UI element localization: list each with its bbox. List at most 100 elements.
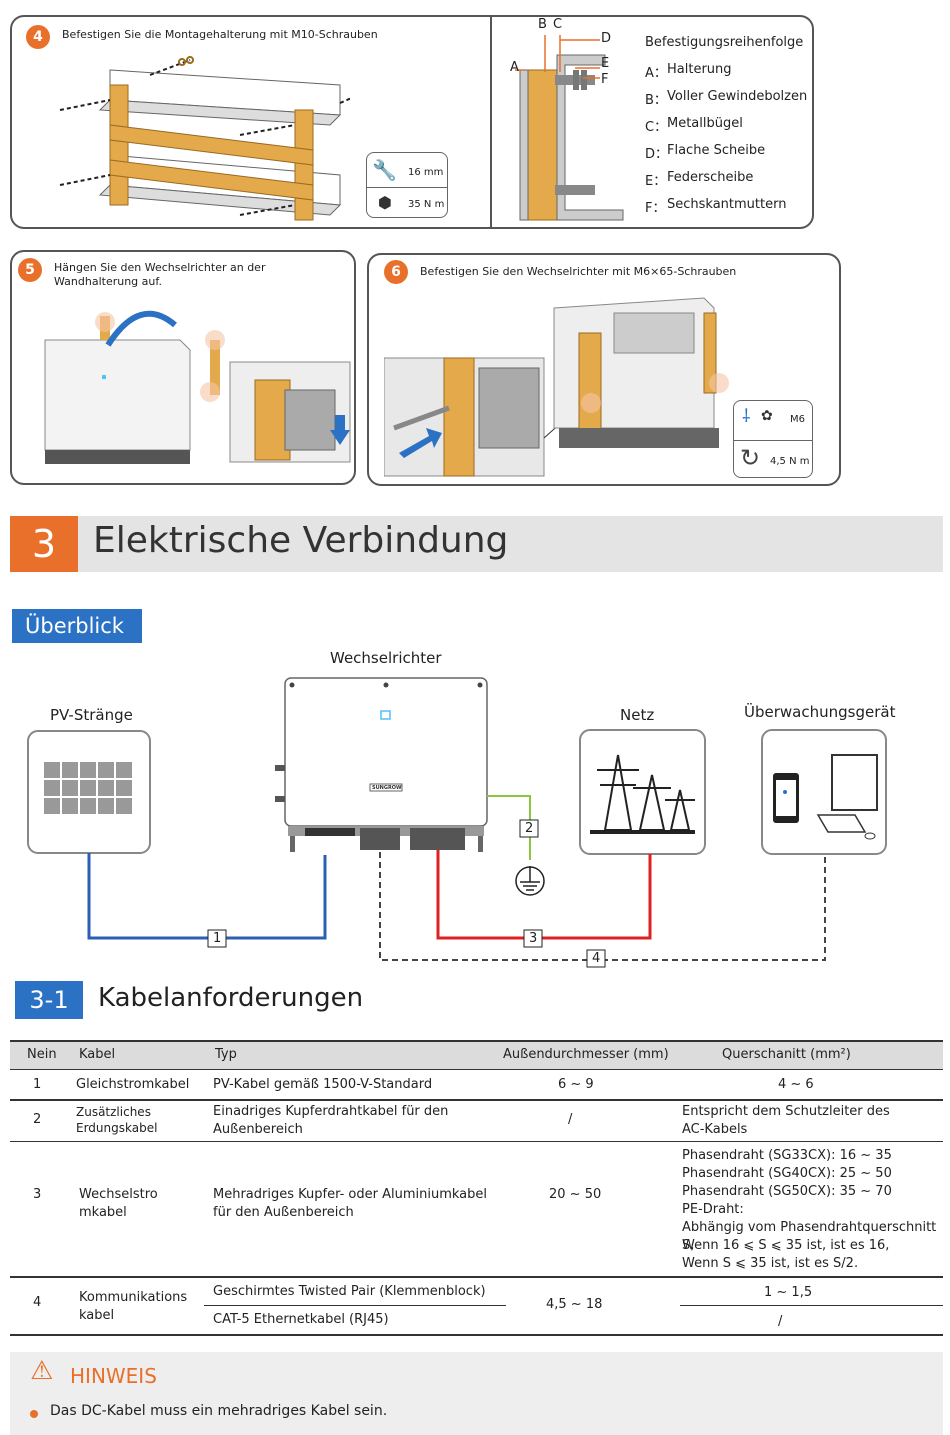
step-4-tool-box <box>366 152 448 218</box>
r3-section-line: Phasendraht (SG50CX): 35 ~ 70 <box>682 1184 892 1199</box>
r4-diameter: 4,5 ~ 18 <box>546 1297 603 1312</box>
step-6-illustration <box>384 297 729 477</box>
step-4-torque: 35 N m <box>408 199 445 210</box>
step-4-number: 4 <box>26 25 50 49</box>
step-6-tool-box <box>733 400 813 478</box>
r3-section-line: PE-Draht: <box>682 1202 744 1217</box>
notice-text: Das DC-Kabel muss ein mehradriges Kabel … <box>50 1403 388 1419</box>
order-value-e: Federscheibe <box>667 170 754 185</box>
r3-section-line: Wenn S ⩽ 35 ist, ist es S/2. <box>682 1256 859 1271</box>
section-number: 3 <box>10 516 78 572</box>
r2-no: 2 <box>33 1112 42 1127</box>
pv-strings-label: PV-Stränge <box>50 706 133 724</box>
subsection-number: 3-1 <box>15 981 83 1019</box>
order-key-f: F： <box>645 201 666 216</box>
step-5-illustration <box>44 310 351 464</box>
th-no: Nein <box>27 1047 57 1062</box>
section-title: Elektrische Verbindung <box>93 520 509 561</box>
step-5-text: Hängen Sie den Wechselrichter an der Wan… <box>54 261 266 288</box>
overview-heading: Überblick <box>12 609 142 643</box>
label-letter-d: D <box>601 31 612 46</box>
table-inner-rule <box>680 1305 943 1306</box>
r3-diameter: 20 ~ 50 <box>549 1187 602 1202</box>
order-value-d: Flache Scheibe <box>667 143 766 158</box>
table-inner-rule <box>204 1305 506 1306</box>
table-header-bar <box>10 1040 943 1070</box>
th-type: Typ <box>215 1047 237 1062</box>
label-letter-a: A <box>510 60 519 75</box>
r4-section-b: / <box>778 1314 783 1329</box>
r1-diameter: 6 ~ 9 <box>558 1077 594 1092</box>
cable-tag-3: 3 <box>529 931 538 946</box>
r4-cable: Kommunikationskabel <box>79 1290 188 1323</box>
r1-section: 4 ~ 6 <box>778 1077 814 1092</box>
r2-diameter: / <box>568 1112 573 1127</box>
notice-box <box>10 1352 943 1435</box>
step-4-divider <box>490 15 492 229</box>
cable-tag-4: 4 <box>592 951 601 966</box>
step-4-text: Befestigen Sie die Montagehalterung mit … <box>62 28 378 41</box>
step-6-torque: 4,5 N m <box>770 456 810 467</box>
table-rule <box>10 1069 943 1070</box>
step-6-number: 6 <box>384 260 408 284</box>
order-key-a: A： <box>645 66 667 81</box>
order-key-d: D： <box>645 147 669 162</box>
inverter-brand: SUNGROW <box>372 785 402 791</box>
order-key-b: B： <box>645 93 667 108</box>
subsection-title: Kabelanforderungen <box>98 983 364 1013</box>
notice-title: HINWEIS <box>70 1364 157 1388</box>
monitoring-device-label: Überwachungsgerät <box>744 703 896 721</box>
r4-type-b: CAT-5 Ethernetkabel (RJ45) <box>213 1312 389 1327</box>
r2-type: Einadriges Kupferdrahtkabel für den Auße… <box>213 1104 449 1137</box>
order-value-c: Metallbügel <box>667 116 743 131</box>
r1-type: PV-Kabel gemäß 1500-V-Standard <box>213 1077 433 1092</box>
table-rule <box>10 1334 943 1336</box>
hex-nut-icon: ⬢ <box>378 193 392 212</box>
fastening-order-title: Befestigungsreihenfolge <box>645 35 804 50</box>
r1-no: 1 <box>33 1077 42 1092</box>
r4-no: 4 <box>33 1295 42 1310</box>
r3-no: 3 <box>33 1187 42 1202</box>
r4-type-a: Geschirmtes Twisted Pair (Klemmenblock) <box>213 1284 486 1299</box>
section-header-bar <box>10 516 943 572</box>
cable-tag-1: 1 <box>213 931 222 946</box>
step-4-tool-divider <box>366 187 448 188</box>
th-cable: Kabel <box>79 1047 116 1062</box>
table-rule <box>10 1141 943 1142</box>
bullet-icon <box>30 1410 38 1418</box>
r3-section-line: Wenn 16 ⩽ S ⩽ 35 ist, ist es 16, <box>682 1238 890 1253</box>
r3-section-line: Phasendraht (SG40CX): 25 ~ 50 <box>682 1166 892 1181</box>
inverter-label: Wechselrichter <box>330 649 442 667</box>
table-rule <box>10 1099 943 1101</box>
step-4-illustration <box>59 56 350 221</box>
step-4-tool-size: 16 mm <box>408 167 444 178</box>
r2-cable: Zusätzliches Erdungskabel <box>76 1105 158 1135</box>
order-value-b: Voller Gewindebolzen <box>667 89 808 104</box>
label-letter-c: C <box>553 17 563 32</box>
table-rule <box>10 1276 943 1278</box>
step-6-tool-divider <box>733 440 813 441</box>
label-letter-e: E <box>601 56 610 71</box>
label-letter-b: B <box>538 17 547 32</box>
screwdriver-icon: ⸸ <box>742 406 751 427</box>
fastening-diagram <box>515 35 624 221</box>
step-5-number: 5 <box>18 258 42 282</box>
torque-rotate-icon: ↻ <box>740 444 761 472</box>
order-value-f: Sechskantmuttern <box>667 197 787 212</box>
warning-icon: ⚠ <box>30 1356 54 1386</box>
order-key-c: C： <box>645 120 668 135</box>
wrench-icon: 🔧 <box>372 158 397 182</box>
r3-type: Mehradriges Kupfer- oder Aluminiumkabel … <box>213 1187 487 1220</box>
cable-tag-2: 2 <box>525 821 534 836</box>
order-key-e: E： <box>645 174 667 189</box>
r1-cable: Gleichstromkabel <box>76 1077 190 1092</box>
label-letter-f: F <box>601 72 609 87</box>
torx-icon: ✿ <box>761 408 773 424</box>
th-diameter: Außendurchmesser (mm) <box>503 1047 669 1062</box>
step-6-screw: M6 <box>790 414 805 425</box>
r2-section: Entspricht dem Schutzleiter des AC-Kabel… <box>682 1104 890 1137</box>
th-section: Querschanitt (mm²) <box>722 1047 851 1062</box>
overview-diagram <box>27 677 887 968</box>
r3-section-line: Abhängig vom Phasendrahtquerschnitt S, <box>682 1220 937 1253</box>
grid-label: Netz <box>620 706 655 724</box>
